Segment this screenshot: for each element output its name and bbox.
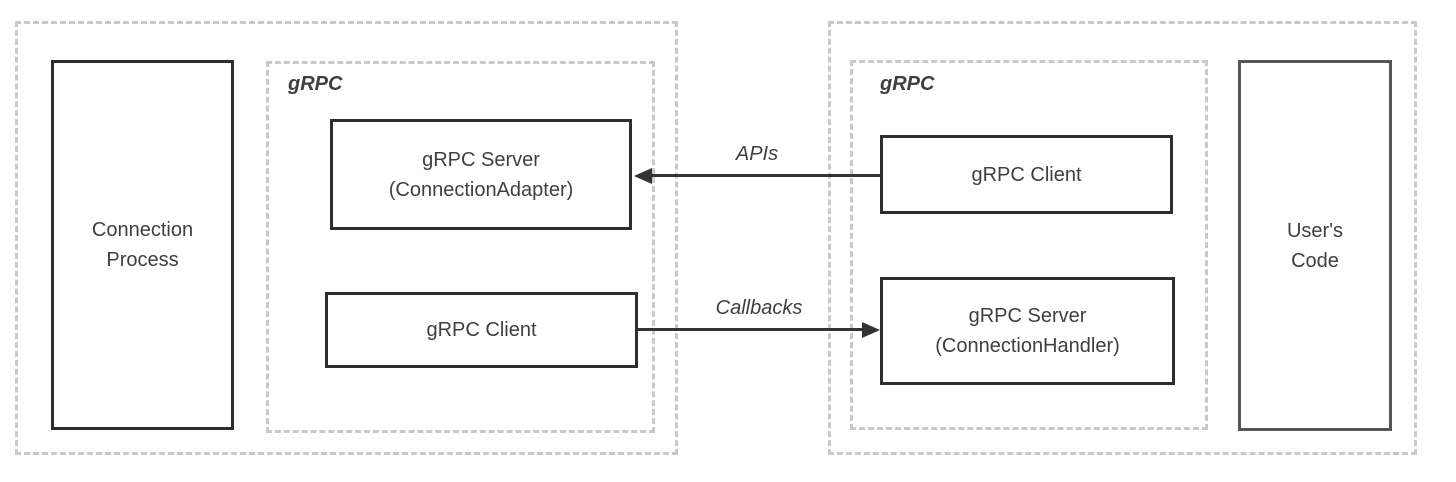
right-grpc-runtime-container: gRPC gRPC Client gRPC Server (Connection… — [850, 60, 1208, 430]
apis-arrow-label: APIs — [735, 143, 779, 165]
callbacks-arrow-line — [638, 328, 864, 331]
grpc-server-connection-handler-box: gRPC Server (ConnectionHandler) — [880, 277, 1175, 385]
callbacks-arrowhead-right-icon — [862, 321, 880, 338]
users-code-label: User's Code — [1286, 219, 1344, 272]
apis-arrow-line — [650, 174, 880, 177]
connection-process-group: Connection Process gRPC gRPC Server (Con… — [15, 21, 678, 455]
callbacks-arrow: Callbacks — [638, 297, 880, 339]
grpc-server-connection-adapter-label: gRPC Server (ConnectionAdapter) — [388, 148, 574, 201]
user-code-group: gRPC gRPC Client gRPC Server (Connection… — [828, 21, 1417, 455]
right-grpc-runtime-label: gRPC — [880, 73, 935, 95]
grpc-server-connection-handler-label: gRPC Server (ConnectionHandler) — [935, 305, 1120, 357]
left-grpc-runtime-container: gRPC gRPC Server (ConnectionAdapter) gRP… — [266, 61, 655, 433]
apis-arrow: APIs — [634, 143, 880, 185]
users-code-box: User's Code — [1238, 60, 1392, 431]
callbacks-arrow-label: Callbacks — [715, 297, 803, 319]
grpc-server-connection-adapter-box: gRPC Server (ConnectionAdapter) — [330, 119, 632, 230]
left-grpc-client-label: gRPC Client — [426, 319, 537, 341]
connection-process-label: Connection Process — [91, 219, 194, 271]
connection-process-box: Connection Process — [51, 60, 234, 430]
left-grpc-client-box: gRPC Client — [325, 292, 638, 368]
apis-arrowhead-left-icon — [634, 167, 652, 184]
right-grpc-client-label: gRPC Client — [971, 163, 1082, 186]
right-grpc-client-box: gRPC Client — [880, 135, 1173, 214]
left-grpc-runtime-label: gRPC — [288, 73, 343, 95]
